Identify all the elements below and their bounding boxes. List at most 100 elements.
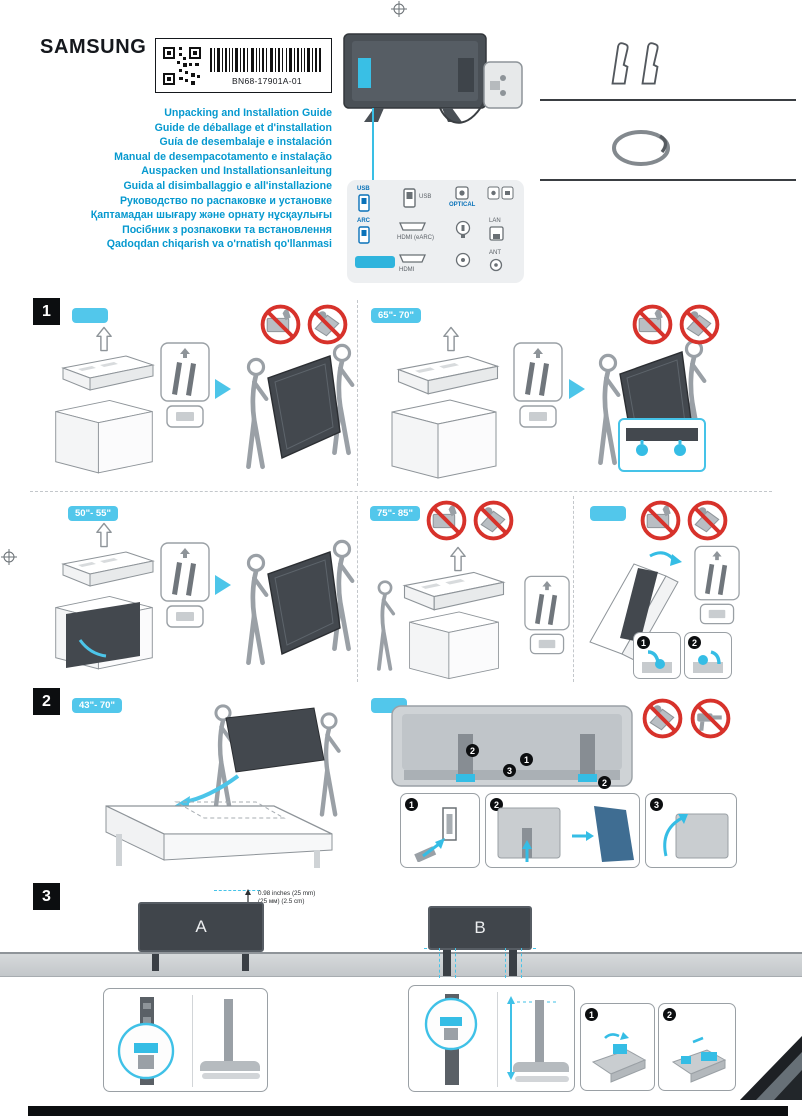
panel-lift-detail (693, 650, 723, 673)
next-arrow-icon (215, 379, 231, 399)
stand-insert-detail (497, 806, 634, 862)
place-on-table-illustration (105, 702, 363, 868)
prohibit-grip-panel-icon (473, 500, 514, 541)
step-number: 1 (637, 636, 650, 649)
registration-mark-top (391, 1, 407, 17)
usb2-label: USB (419, 194, 432, 200)
unboxing-illustration-a (55, 326, 210, 474)
accessory-divider-2 (540, 179, 796, 181)
page-corner-fold (740, 1036, 802, 1100)
stand-column-zoom (117, 997, 175, 1085)
tv-a-label: A (195, 917, 207, 936)
tv-b: B (428, 906, 532, 950)
title-en: Unpacking and Installation Guide (164, 107, 332, 119)
hand-position-detail (626, 428, 698, 456)
step-number: 2 (688, 636, 701, 649)
part-number: BN68-17901A-01 (232, 76, 302, 86)
base-assembly-detail (671, 1036, 727, 1083)
title-uk: Посібник з розпаковки та встановлення (122, 223, 332, 236)
prohibit-touch-screen-icon (426, 500, 467, 541)
panel-divider (192, 995, 193, 1087)
stand-guide-line (505, 948, 506, 978)
title-list: Unpacking and Installation Guide Guide d… (40, 106, 332, 252)
foam-pull-detail (642, 650, 672, 673)
size-badge-75-85: 75"- 85" (370, 506, 420, 521)
usb2-port-icon (403, 188, 416, 208)
stand-slot-detail (414, 807, 457, 862)
size-badge-43-70: 43"- 70" (72, 698, 122, 713)
unboxing-illustration-d (372, 546, 570, 680)
title-pt: Manual de desempacotamento e instalação (114, 150, 332, 163)
registration-mark-left (1, 549, 17, 565)
ant-label: ANT (489, 250, 501, 256)
callout-step-1: 1 (520, 753, 533, 766)
size-badge-right (590, 506, 626, 521)
step-number: 2 (663, 1008, 676, 1021)
base-step-panel-2: 2 (658, 1003, 736, 1091)
unboxing-illustration-c (55, 522, 210, 670)
title-fr: Guide de déballage et d'installation (154, 121, 332, 134)
base-step-panel-1: 1 (580, 1003, 655, 1091)
callout-step-2b: 2 (598, 776, 611, 789)
step-panel-1a: 1 (633, 632, 681, 679)
lan-port-icon (489, 226, 504, 241)
section1-divider-v3 (573, 496, 574, 682)
carry-illustration-a (238, 330, 358, 480)
prohibit-grip-panel-icon (307, 304, 348, 345)
stand-guide-line (521, 948, 522, 978)
tv-b-label: B (474, 918, 486, 937)
usb-label: USB (357, 186, 370, 192)
stand-column-zoom (424, 994, 478, 1085)
prohibit-touch-screen-icon (640, 500, 681, 541)
stand-side-view-height (507, 996, 569, 1082)
usb-port-icon (358, 194, 370, 212)
tv-a-foot-right (242, 954, 249, 971)
size-badge-50-55: 50"- 55" (68, 506, 118, 521)
stand-step-panel-2: 2 (485, 793, 640, 868)
footer-bar (28, 1106, 788, 1116)
arc-label: ARC (357, 218, 370, 224)
stand-step-panel-3: 3 (645, 793, 737, 868)
step-panel-2a: 2 (684, 632, 732, 679)
prohibit-touch-screen-icon (632, 304, 673, 345)
antenna-port-icon (455, 252, 471, 268)
section1-divider-v1 (357, 300, 358, 486)
prohibit-grip-panel-icon (679, 304, 720, 345)
service-icons (487, 186, 514, 200)
title-ru: Руководство по распаковке и установке (119, 194, 332, 207)
dimension-inches: 0.98 inches (25 mm) (258, 890, 316, 897)
service-banner (355, 256, 395, 268)
stand-step-panel-1: 1 (400, 793, 480, 868)
hdmi-earc-port-icon (399, 222, 426, 231)
panel-divider (497, 992, 498, 1087)
lan-label: LAN (489, 218, 501, 224)
port-connector-line (372, 108, 374, 180)
accessory-panel-icon (694, 545, 740, 625)
prohibit-grip-panel-icon (687, 500, 728, 541)
hdmi-port-icon (399, 254, 426, 263)
hdmi-earc-label: HDMI (eARC) (397, 235, 434, 241)
product-label: BN68-17901A-01 (155, 38, 332, 93)
carry-illustration-c (238, 526, 358, 676)
stand-side-view (200, 999, 260, 1079)
title-uz: Qadoqdan chiqarish va o'rnatish qo'llanm… (106, 238, 332, 251)
tv-a-foot-left (152, 954, 159, 971)
section1-divider-v2 (357, 496, 358, 682)
step-number: 3 (650, 798, 663, 811)
base-assembly-detail (591, 1032, 647, 1083)
cable-tie-icon (612, 130, 670, 166)
stand-detail-panel-a (103, 988, 268, 1092)
title-es: Guía de desembalaje e instalación (159, 136, 332, 149)
title-kk: Қаптамадан шығару және орнату нұсқаулығы (90, 209, 332, 222)
dim-reference-line-top (214, 890, 260, 891)
accessory-divider-1 (540, 99, 796, 101)
prohibit-touch-screen-icon (260, 304, 301, 345)
dimension-metric: (25 мм) (2.5 cm) (258, 898, 305, 905)
component-plug-icon (455, 220, 471, 238)
callout-step-2: 2 (466, 744, 479, 757)
step-number: 1 (405, 798, 418, 811)
samsung-logo: SAMSUNG (40, 36, 147, 58)
stand-guide-line (439, 948, 440, 978)
step-number: 1 (585, 1008, 598, 1021)
